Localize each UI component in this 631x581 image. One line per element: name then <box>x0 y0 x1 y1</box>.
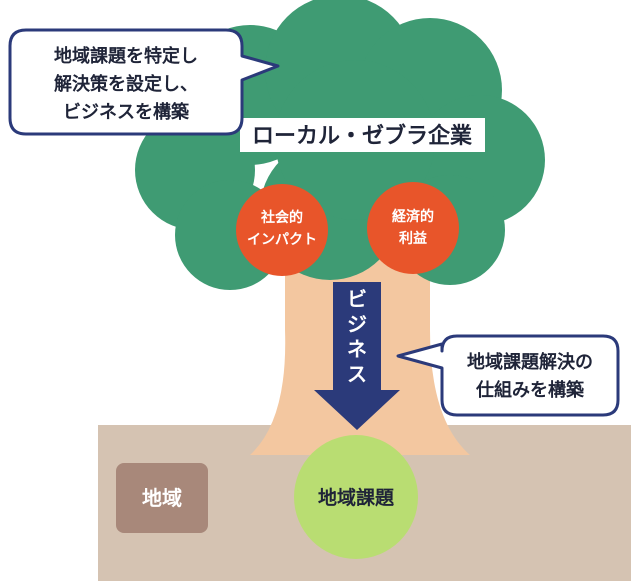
arrow-char-2: ジ <box>347 312 367 336</box>
top-callout-bubble <box>8 28 280 136</box>
left-fruit <box>236 184 328 276</box>
company-label: ローカル・ゼブラ企業 <box>252 123 473 149</box>
right-callout-bubble <box>396 334 620 417</box>
right-callout-line-2: 仕組みを構築 <box>475 379 585 401</box>
root-issue-label: 地域課題 <box>318 486 395 509</box>
top-callout-line-3: ビジネスを構築 <box>63 101 190 123</box>
root-issue-circle <box>294 435 418 559</box>
right-fruit-line-2: 利益 <box>399 230 427 247</box>
arrow-char-1: ビ <box>347 287 367 311</box>
ground-label: 地域 <box>142 486 182 510</box>
ground-label-box <box>116 463 208 533</box>
right-fruit-line-1: 経済的 <box>392 208 434 225</box>
right-callout-line-1: 地域課題解決の <box>467 351 593 373</box>
top-callout-line-2: 解決策を設定し、 <box>54 73 198 95</box>
business-arrow <box>314 282 400 430</box>
arrow-char-3: ネ <box>347 337 367 361</box>
top-callout-line-1: 地域課題を特定し <box>54 45 198 67</box>
left-fruit-line-1: 社会的 <box>260 209 303 226</box>
company-label-box <box>240 118 485 152</box>
arrow-char-4: ス <box>347 362 367 386</box>
left-fruit-line-2: インパクト <box>247 232 317 248</box>
right-fruit <box>367 182 459 274</box>
